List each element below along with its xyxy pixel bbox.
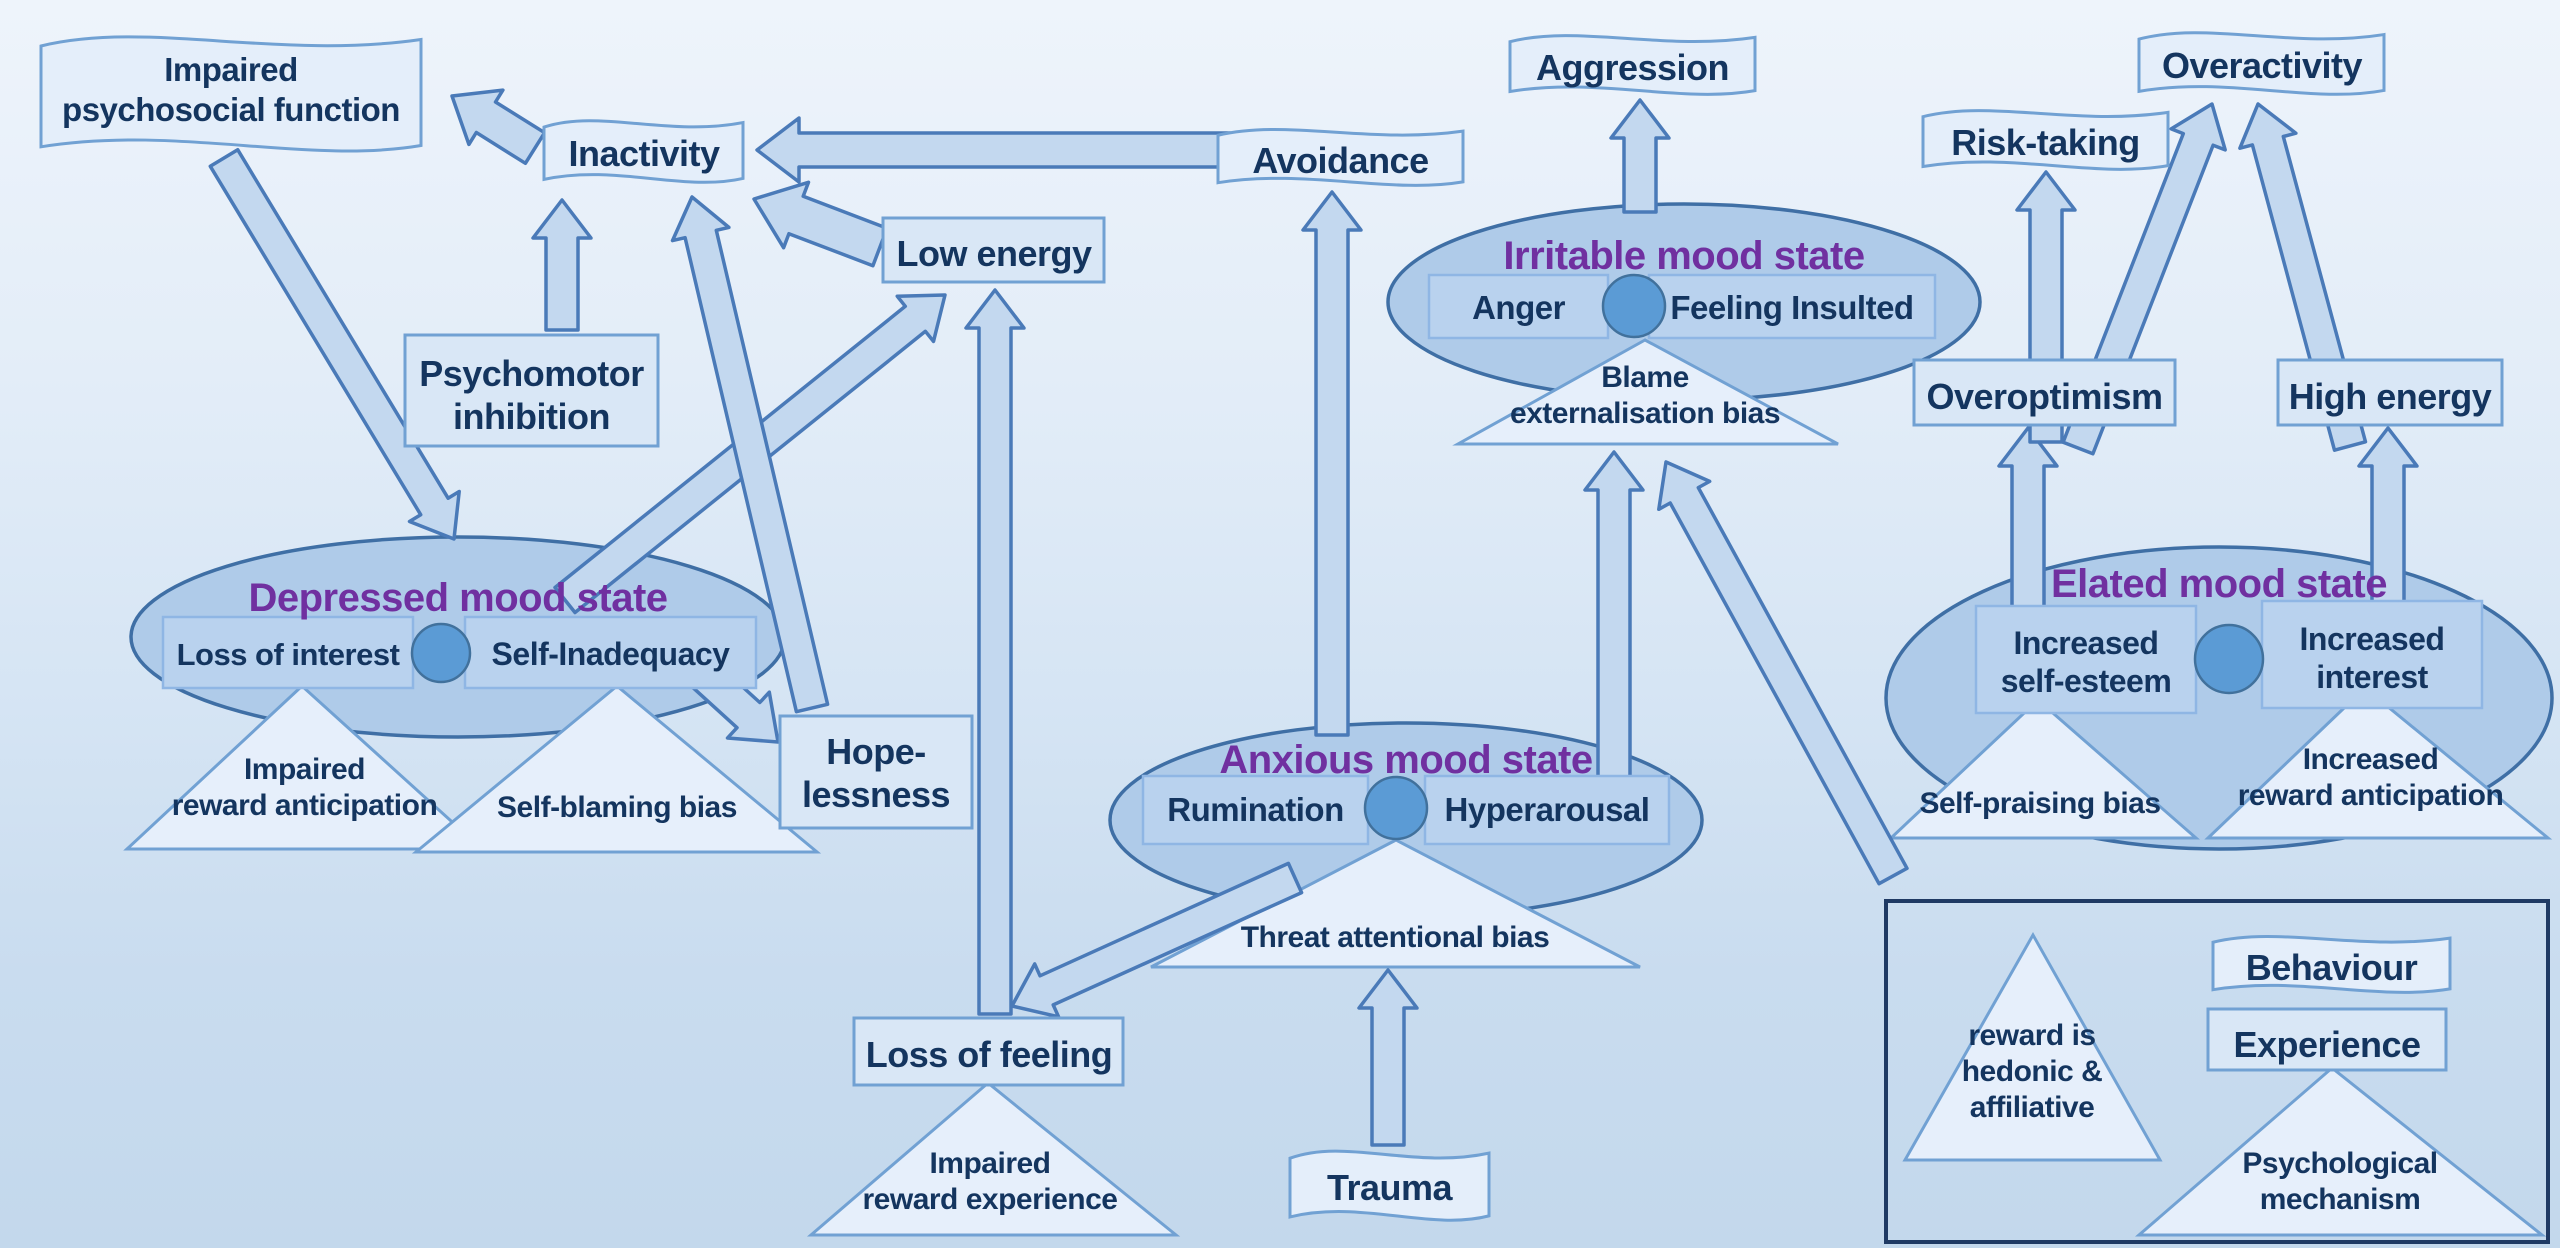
overactivity-box: [2137, 31, 2386, 96]
arrow-anxious-to-avoidance: [1301, 190, 1363, 737]
hyperarousal-box: [1423, 774, 1671, 846]
loss-of-interest-box: [161, 615, 415, 690]
arrow-inactivity-to-impaired-function: [450, 88, 547, 166]
feeling-insulted-box: [1647, 273, 1937, 340]
low-energy-box: [881, 216, 1106, 284]
blame-externalisation-triangle: [1452, 338, 1839, 446]
arrow-hopelessness-to-inactivity: [670, 195, 830, 714]
anger-box: [1427, 273, 1610, 340]
inactivity-box: [542, 119, 745, 184]
increased-interest-box: [2260, 599, 2484, 710]
self-praising-bias-triangle: [1887, 697, 2200, 840]
rumination-box: [1141, 774, 1370, 846]
psychomotor-inhibition-box: [403, 333, 660, 448]
trauma-box: [1288, 1149, 1491, 1222]
self-inadequacy-box: [463, 615, 758, 690]
legend-frame: [1884, 899, 2550, 1244]
legend-behaviour-box: [2211, 935, 2452, 994]
self-blaming-bias-triangle: [411, 684, 822, 854]
arrow-low-energy-to-inactivity: [752, 180, 889, 268]
elated-junction-circle: [2193, 623, 2265, 695]
arrow-elated-to-blame-bias: [1657, 460, 1909, 886]
loss-of-feeling-box: [852, 1016, 1125, 1087]
impaired-reward-anticipation-triangle: [123, 683, 486, 851]
arrow-loss-of-feeling-to-low-energy: [964, 288, 1026, 1016]
risk-taking-box: [1921, 109, 2170, 171]
arrow-avoidance-to-inactivity: [755, 116, 1232, 184]
arrow-interest-to-high-energy: [2357, 426, 2419, 610]
anxious-junction-circle: [1363, 775, 1429, 841]
arrow-anxious-to-blame-bias: [1583, 450, 1645, 792]
increased-self-esteem-box: [1974, 604, 2198, 715]
arrow-self-esteem-to-overoptimism: [1997, 426, 2059, 616]
depressed-junction-circle: [410, 622, 472, 684]
overoptimism-box: [1912, 358, 2177, 427]
arrow-trauma-to-threat-bias: [1357, 968, 1419, 1147]
arrow-psychomotor-to-inactivity: [531, 198, 593, 332]
arrow-anxious-to-loss-of-feeling: [1010, 861, 1304, 1019]
legend-psychological-triangle: [2134, 1066, 2547, 1237]
irritable-junction-circle: [1601, 273, 1667, 339]
increased-reward-anticipation-triangle: [2204, 685, 2553, 840]
legend-reward-triangle: [1902, 931, 2163, 1162]
impaired-reward-experience-triangle: [806, 1081, 1181, 1237]
aggression-box: [1508, 34, 1757, 96]
arrow-impaired-function-to-depressed: [208, 147, 461, 541]
hopelessness-box: [778, 714, 974, 830]
high-energy-box: [2276, 358, 2504, 427]
avoidance-box: [1216, 128, 1465, 187]
arrow-irritable-to-aggression: [1609, 98, 1671, 214]
impaired-psychosocial-function-box: [39, 35, 423, 153]
legend-experience-box: [2206, 1007, 2448, 1072]
